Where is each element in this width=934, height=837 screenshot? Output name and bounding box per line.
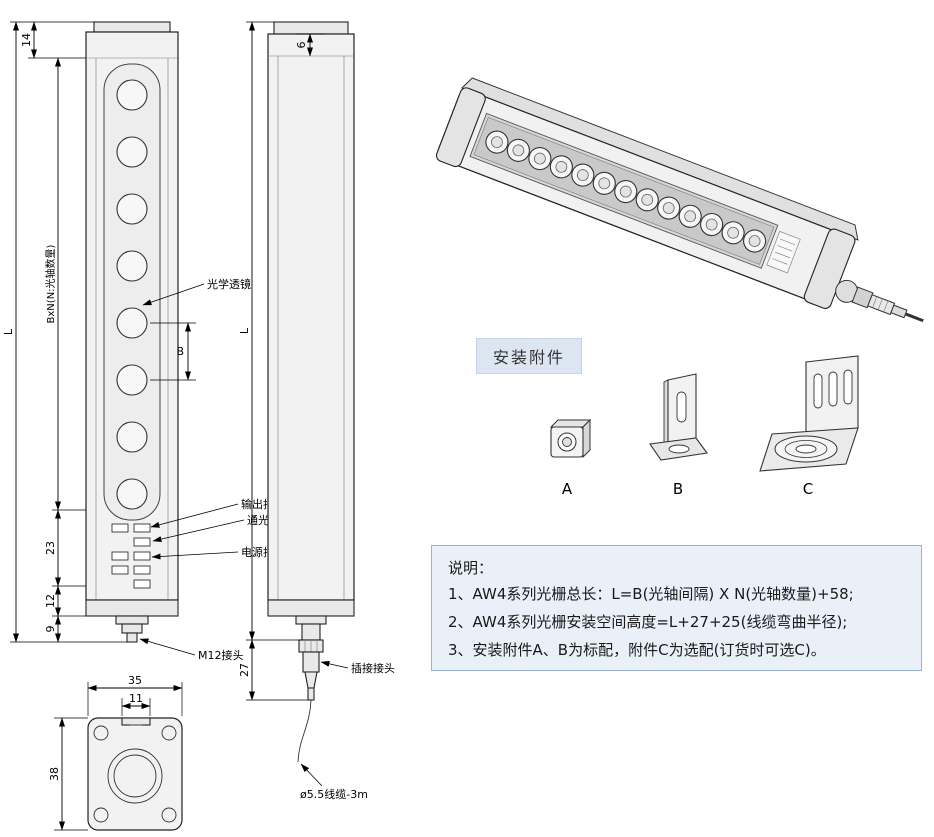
side-top-cap <box>273 21 349 35</box>
dim-L-front: L <box>2 328 15 335</box>
label-cable: ø5.5线缆-3m <box>300 787 368 801</box>
cable-plug <box>298 639 324 701</box>
dim-B: B <box>176 345 184 358</box>
isometric-view <box>435 77 924 323</box>
accessory-b <box>649 373 708 461</box>
notes-line-2: 2、AW4系列光栅安装空间高度=L+27+25(线缆弯曲半径); <box>448 613 848 631</box>
iso-left-endcap <box>435 87 486 168</box>
bottom-view-dimensions: 35 11 38 <box>48 674 183 831</box>
iso-label-plate <box>766 230 801 274</box>
dim-38: 38 <box>48 767 61 781</box>
side-view-dimensions: L 6 27 <box>238 21 324 701</box>
iso-lens-array <box>485 130 767 253</box>
accessories-title-text: 安装附件 <box>492 348 565 367</box>
cable <box>297 699 312 763</box>
side-bottom-cap <box>267 599 355 617</box>
accessory-a <box>549 418 592 459</box>
dim-12: 12 <box>44 594 57 608</box>
lens-array <box>116 79 148 510</box>
accessory-a-label: A <box>562 480 573 498</box>
dim-9: 9 <box>44 626 57 633</box>
m12-connector-front <box>115 615 149 643</box>
front-view-dimensions: L 14 BxN(N:光轴数量) 23 12 9 B <box>2 21 196 643</box>
profile-slot <box>121 717 151 726</box>
front-optical-window <box>103 63 161 521</box>
dim-23: 23 <box>44 541 57 555</box>
iso-connector <box>835 279 924 323</box>
m12-connector-side <box>295 615 327 641</box>
label-m12-connector: M12接头 <box>198 649 244 662</box>
notes-line-3: 3、安装附件A、B为标配，附件C为选配(订货时可选C)。 <box>448 641 826 659</box>
accessory-c-label: C <box>803 480 813 498</box>
front-top-cap <box>93 21 171 33</box>
indicator-leds <box>111 523 151 589</box>
dim-27: 27 <box>238 663 251 677</box>
label-plug-connector: 插接接头 <box>351 661 395 675</box>
label-optical-lens: 光学透镜 <box>207 277 251 291</box>
iso-right-endcap <box>803 228 856 309</box>
front-view <box>85 21 179 643</box>
dim-6: 6 <box>295 42 308 49</box>
dim-35: 35 <box>128 674 142 687</box>
side-view-callouts: 插接接头 ø5.5线缆-3m <box>300 660 395 801</box>
dim-L-side: L <box>238 327 251 334</box>
accessories-title: 安装附件 <box>476 338 582 374</box>
profile-body <box>87 717 183 831</box>
profile-center-bore <box>107 748 163 804</box>
front-bottom-cap <box>85 599 179 617</box>
bottom-view <box>87 717 183 831</box>
notes-title: 说明： <box>448 559 494 577</box>
side-view <box>267 21 355 763</box>
dim-14: 14 <box>20 33 33 47</box>
accessory-b-label: B <box>673 480 683 498</box>
notes-line-1: 1、AW4系列光栅总长：L=B(光轴间隔) X N(光轴数量)+58; <box>448 585 854 603</box>
accessory-c <box>759 355 859 472</box>
dim-bxn: BxN(N:光轴数量) <box>44 244 57 323</box>
side-body <box>267 33 355 601</box>
notes-box: 说明： 1、AW4系列光栅总长：L=B(光轴间隔) X N(光轴数量)+58; … <box>431 545 922 671</box>
dim-11: 11 <box>129 692 143 705</box>
